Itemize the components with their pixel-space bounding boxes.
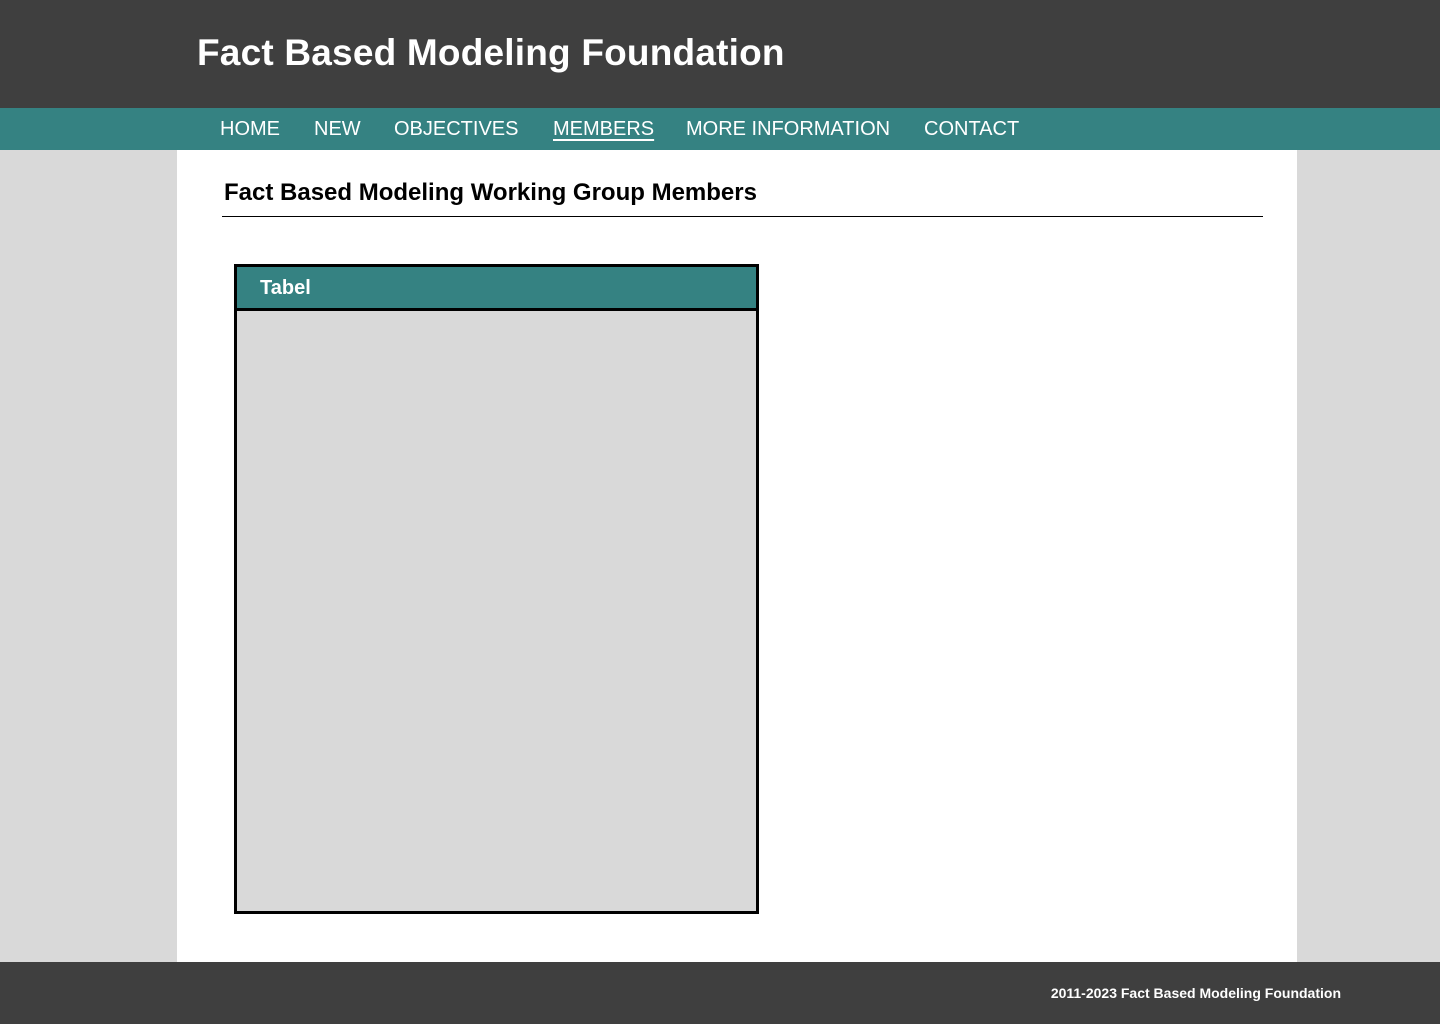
nav-item-contact[interactable]: CONTACT xyxy=(924,118,1020,140)
nav-item-more-information[interactable]: MORE INFORMATION xyxy=(686,118,891,140)
table-header: Tabel xyxy=(237,267,756,311)
site-footer: 2011-2023 Fact Based Modeling Foundation xyxy=(0,962,1440,1024)
heading-divider xyxy=(222,216,1263,217)
main-content: Fact Based Modeling Working Group Member… xyxy=(177,150,1297,962)
table-body xyxy=(237,311,756,911)
footer-copyright: 2011-2023 Fact Based Modeling Foundation xyxy=(1050,985,1341,1001)
site-title: Fact Based Modeling Foundation xyxy=(197,32,785,73)
members-table-panel: Tabel xyxy=(234,264,759,914)
page-title: Fact Based Modeling Working Group Member… xyxy=(224,179,757,206)
nav-item-objectives[interactable]: OBJECTIVES xyxy=(394,118,519,140)
table-title: Tabel xyxy=(260,277,311,299)
nav-item-home[interactable]: HOME xyxy=(220,118,280,140)
main-nav: HOME NEW OBJECTIVES MEMBERS MORE INFORMA… xyxy=(0,108,1440,150)
site-header: Fact Based Modeling Foundation xyxy=(0,0,1440,108)
nav-item-members[interactable]: MEMBERS xyxy=(553,118,655,140)
nav-item-new[interactable]: NEW xyxy=(314,118,361,140)
